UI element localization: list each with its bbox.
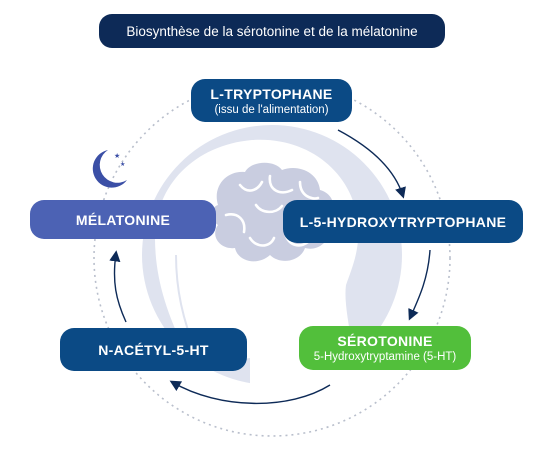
node-n-acetyl-5-ht: N-ACÉTYL-5-HT: [60, 328, 247, 371]
diagram-title-text: Biosynthèse de la sérotonine et de la mé…: [126, 23, 418, 39]
arrow-tryptophane-to-5htp: [337, 129, 406, 199]
node-serotonine-sub: 5-Hydroxytryptamine (5-HT): [313, 351, 457, 363]
node-l-tryptophane-label: L-TRYPTOPHANE: [210, 85, 333, 102]
moon-stars-icon: ★ ★: [92, 150, 127, 188]
node-serotonine-label: SÉROTONINE: [337, 333, 433, 349]
svg-text:★: ★: [120, 161, 125, 168]
svg-text:★: ★: [114, 152, 120, 160]
node-melatonine: MÉLATONINE: [30, 200, 216, 239]
node-l-tryptophane: L-TRYPTOPHANE (issu de l'alimentation): [191, 79, 352, 122]
arrow-serotonine-to-nacetyl: [169, 380, 331, 405]
node-melatonine-label: MÉLATONINE: [75, 211, 171, 228]
arrow-5htp-to-serotonine: [408, 249, 431, 321]
diagram-title: Biosynthèse de la sérotonine et de la mé…: [99, 14, 445, 48]
node-l-tryptophane-sub: (issu de l'alimentation): [214, 103, 329, 116]
node-serotonine: SÉROTONINE 5-Hydroxytryptamine (5-HT): [299, 326, 471, 370]
dotted-cycle-ring: [93, 79, 451, 437]
node-l-5-hydroxytryptophane-label: L-5-HYDROXYTRYPTOPHANE: [299, 213, 507, 230]
node-n-acetyl-5-ht-label: N-ACÉTYL-5-HT: [98, 341, 209, 358]
node-l-5-hydroxytryptophane: L-5-HYDROXYTRYPTOPHANE: [283, 200, 523, 243]
arrow-nacetyl-to-melatonine: [109, 250, 127, 323]
